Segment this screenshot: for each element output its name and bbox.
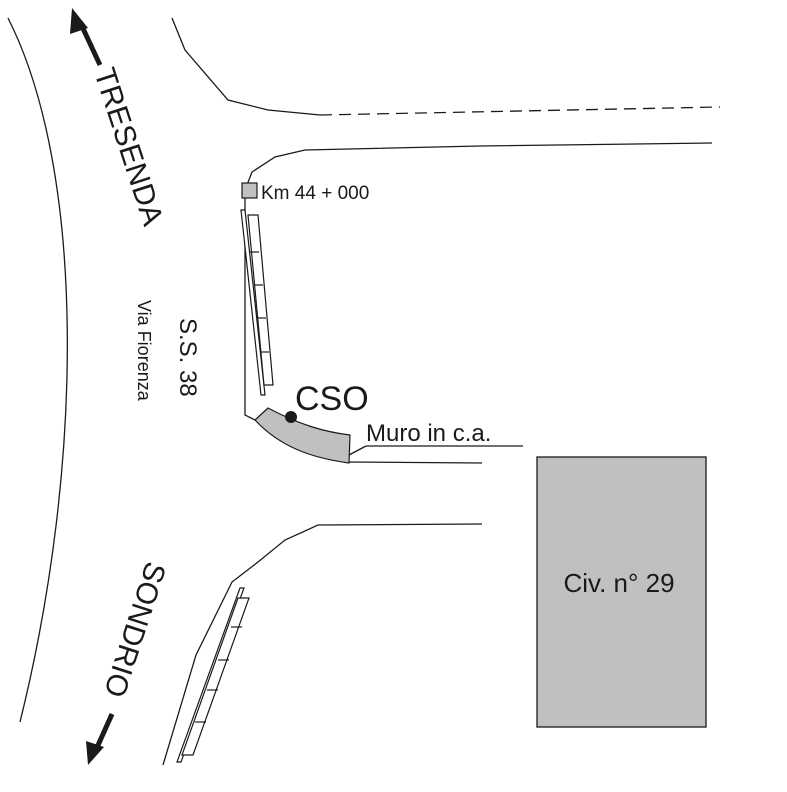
wall-label: Muro in c.a. xyxy=(366,420,491,447)
side-street-curb xyxy=(244,142,713,421)
wall-leader-line xyxy=(348,445,367,456)
road-edge-west xyxy=(7,17,68,723)
guardrail-south xyxy=(176,587,250,763)
guardrail-north xyxy=(240,209,274,396)
road-number-label: S.S. 38 xyxy=(174,318,201,397)
building-civ-29 xyxy=(536,456,707,728)
building-label: Civ. n° 29 xyxy=(563,568,674,598)
direction-sondrio-label: SONDRIO xyxy=(97,558,172,701)
km-marker-icon xyxy=(241,182,258,199)
km-marker-label: Km 44 + 000 xyxy=(261,183,369,204)
arrow-up-icon xyxy=(70,8,103,67)
branch-road-north-edge xyxy=(347,461,483,464)
direction-tresenda-label: TRESENDA xyxy=(87,64,169,230)
road-name-label: Via Fiorenza xyxy=(134,300,154,402)
cso-label: CSO xyxy=(295,380,369,418)
arrow-down-icon xyxy=(86,712,115,765)
cso-point-icon xyxy=(285,411,297,423)
branch-road-south-edge xyxy=(162,523,483,766)
side-street-dashed-north xyxy=(319,106,721,116)
road-edge-east-north xyxy=(171,17,321,116)
